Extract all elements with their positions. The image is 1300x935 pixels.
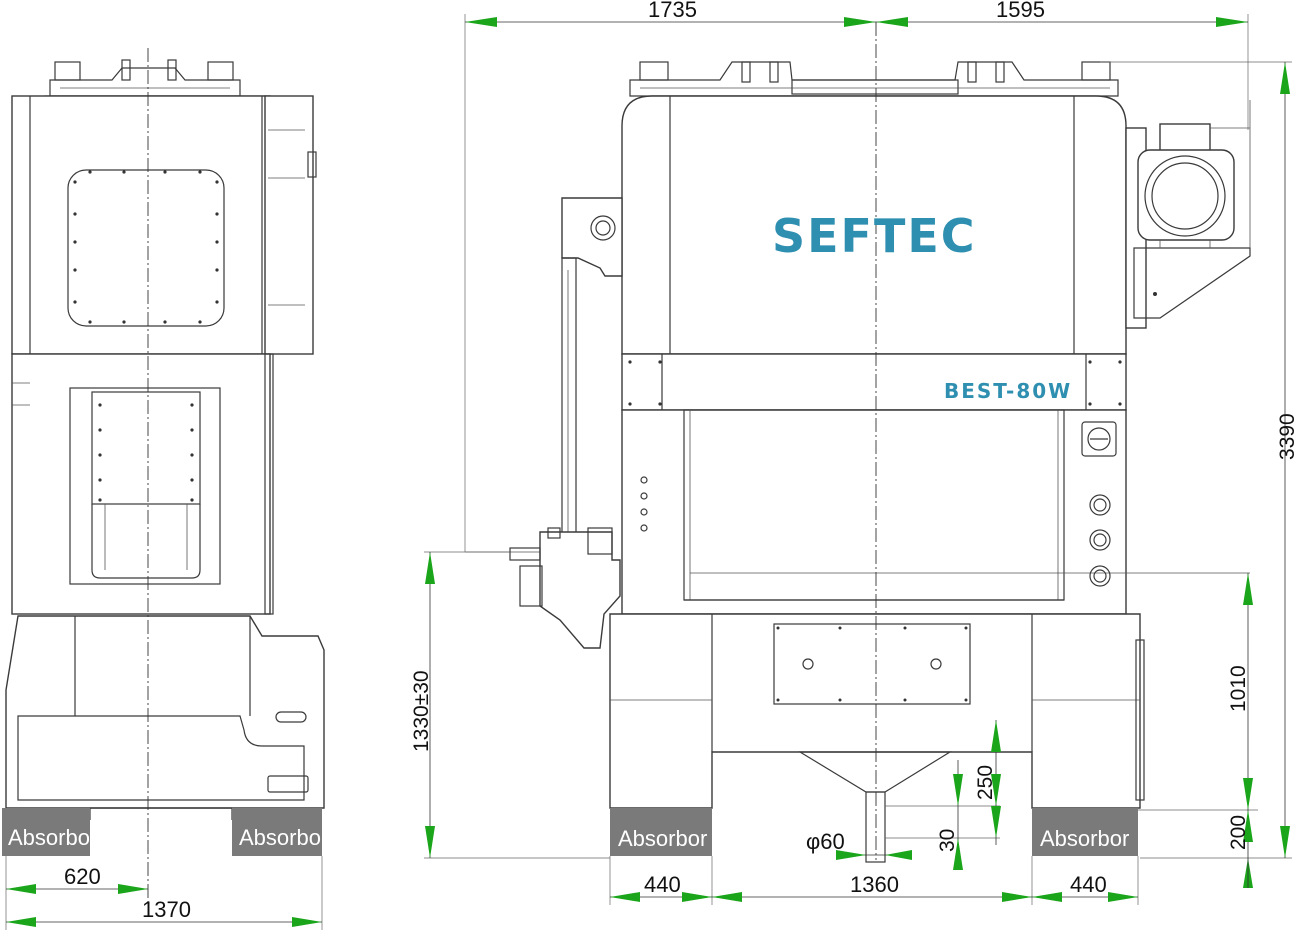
dim-overall-height: 3390	[1276, 413, 1299, 460]
dim-foot-height: 200	[1227, 815, 1250, 850]
dim-foot-gap: 1360	[850, 872, 899, 897]
brand-logo: SEFTEC	[772, 209, 977, 263]
absorbor-front-left	[610, 808, 712, 856]
absorbor-front-right	[1032, 808, 1138, 856]
absorbor-label: Absorbor	[1040, 826, 1129, 851]
dim-bed-depth: 250	[974, 765, 997, 800]
dim-bolster-height: 1330±30	[410, 670, 433, 752]
dim-foot-width-right: 440	[1070, 872, 1107, 897]
absorbor-label: Absorbor	[239, 825, 328, 850]
absorbor-label: Absorbor	[8, 825, 97, 850]
dim-foot-width-left: 440	[644, 872, 681, 897]
side-view: Absorbor Absorbor 620 1370	[2, 48, 328, 930]
dim-side-half-width: 620	[64, 864, 101, 889]
dim-top-right-width: 1595	[996, 0, 1045, 22]
dim-outlet-diameter: φ60	[806, 829, 845, 854]
dim-side-total-width: 1370	[142, 897, 191, 922]
model-label: BEST-80W	[944, 379, 1072, 403]
dim-top-left-width: 1735	[648, 0, 697, 22]
dim-outlet-height: 30	[936, 829, 959, 852]
front-view: SEFTEC BEST-80W Absorbor Absorbor 1735 1…	[410, 0, 1299, 905]
absorbor-label: Absorbor	[618, 826, 707, 851]
absorbor-side-right	[232, 808, 322, 856]
dim-table-height: 1010	[1227, 665, 1250, 712]
absorbor-side-left	[2, 808, 90, 856]
